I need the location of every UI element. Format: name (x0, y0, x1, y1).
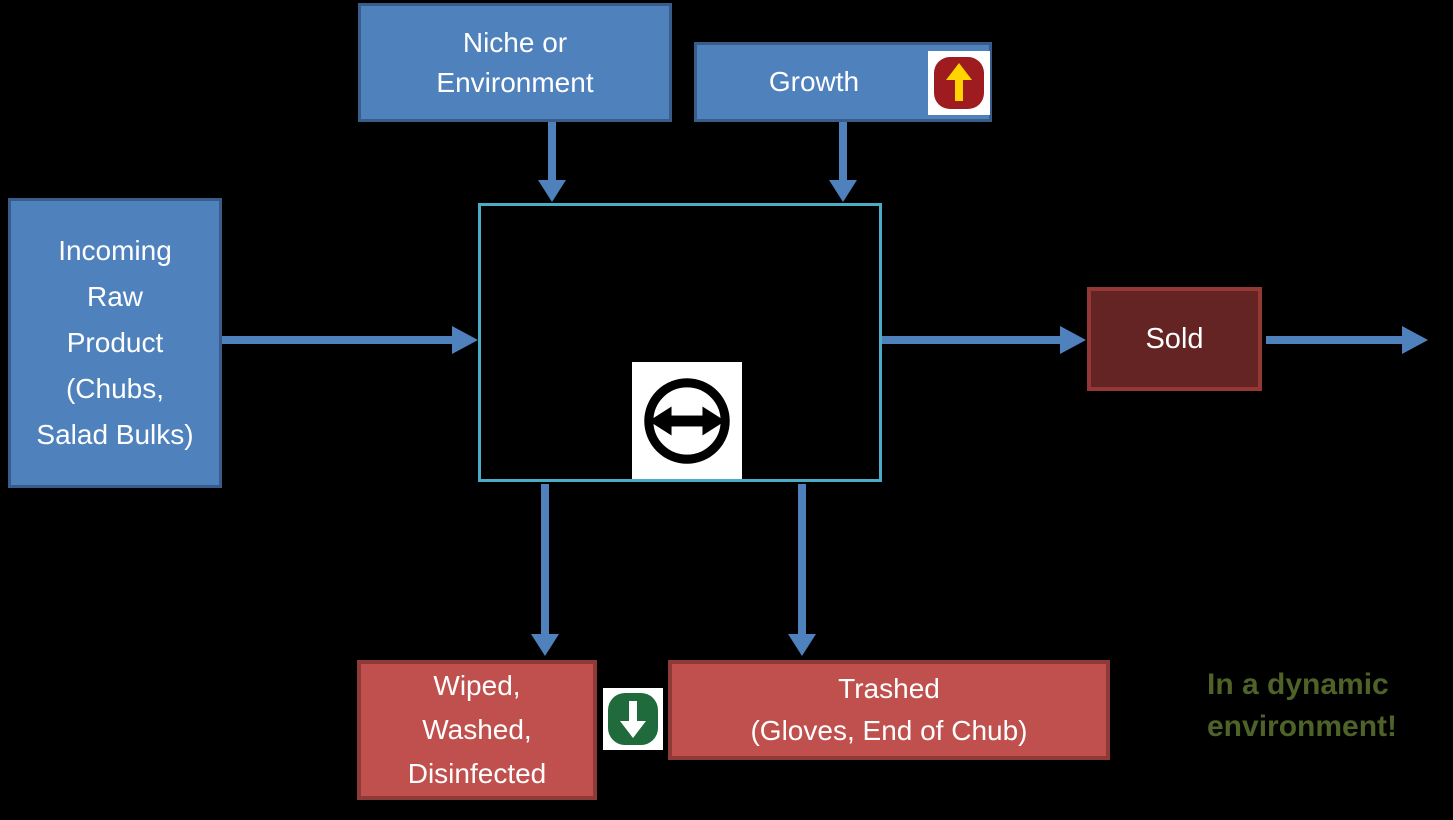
up-arrow-icon (934, 57, 984, 109)
incoming-raw-product-label: Incoming Raw Product (Chubs, Salad Bulks… (36, 235, 194, 450)
niche-environment-box: Niche or Environment (358, 3, 672, 122)
sold-box: Sold (1087, 287, 1262, 391)
dynamic-environment-caption: In a dynamic environment! (1207, 668, 1398, 743)
growth-label: Growth (768, 66, 860, 97)
trashed-label: Trashed (Gloves, End of Chub) (750, 673, 1028, 746)
arrow-growth-to-process-stem (839, 122, 847, 182)
arrow-growth-to-process-head (829, 180, 857, 202)
double-arrow-circle-icon (644, 377, 730, 464)
up-arrow-badge-icon (928, 51, 990, 115)
sold-label: Sold (1145, 322, 1204, 355)
trashed-box: Trashed (Gloves, End of Chub) (668, 660, 1110, 760)
arrow-process-to-trashed-head (788, 634, 816, 656)
arrow-process-to-sold-head (1060, 326, 1086, 354)
arrow-incoming-to-process-head (452, 326, 478, 354)
wiped-washed-disinfected-box: Wiped, Washed, Disinfected (357, 660, 597, 800)
niche-environment-label: Niche or Environment (436, 26, 594, 98)
arrow-process-to-wiped-stem (541, 484, 549, 636)
arrow-process-to-sold-stem (882, 336, 1062, 344)
down-arrow-icon (608, 693, 658, 745)
arrow-process-to-wiped-head (531, 634, 559, 656)
down-arrow-badge-icon (603, 688, 663, 750)
arrow-sold-outflow-stem (1266, 336, 1404, 344)
arrow-niche-to-process-head (538, 180, 566, 202)
circle-double-arrow-icon (632, 362, 742, 479)
wiped-washed-disinfected-label: Wiped, Washed, Disinfected (407, 670, 547, 789)
arrow-incoming-to-process-stem (222, 336, 454, 344)
arrow-sold-outflow-head (1402, 326, 1428, 354)
incoming-raw-product-box: Incoming Raw Product (Chubs, Salad Bulks… (8, 198, 222, 488)
process-box (478, 203, 882, 482)
arrow-niche-to-process-stem (548, 122, 556, 182)
arrow-process-to-trashed-stem (798, 484, 806, 636)
